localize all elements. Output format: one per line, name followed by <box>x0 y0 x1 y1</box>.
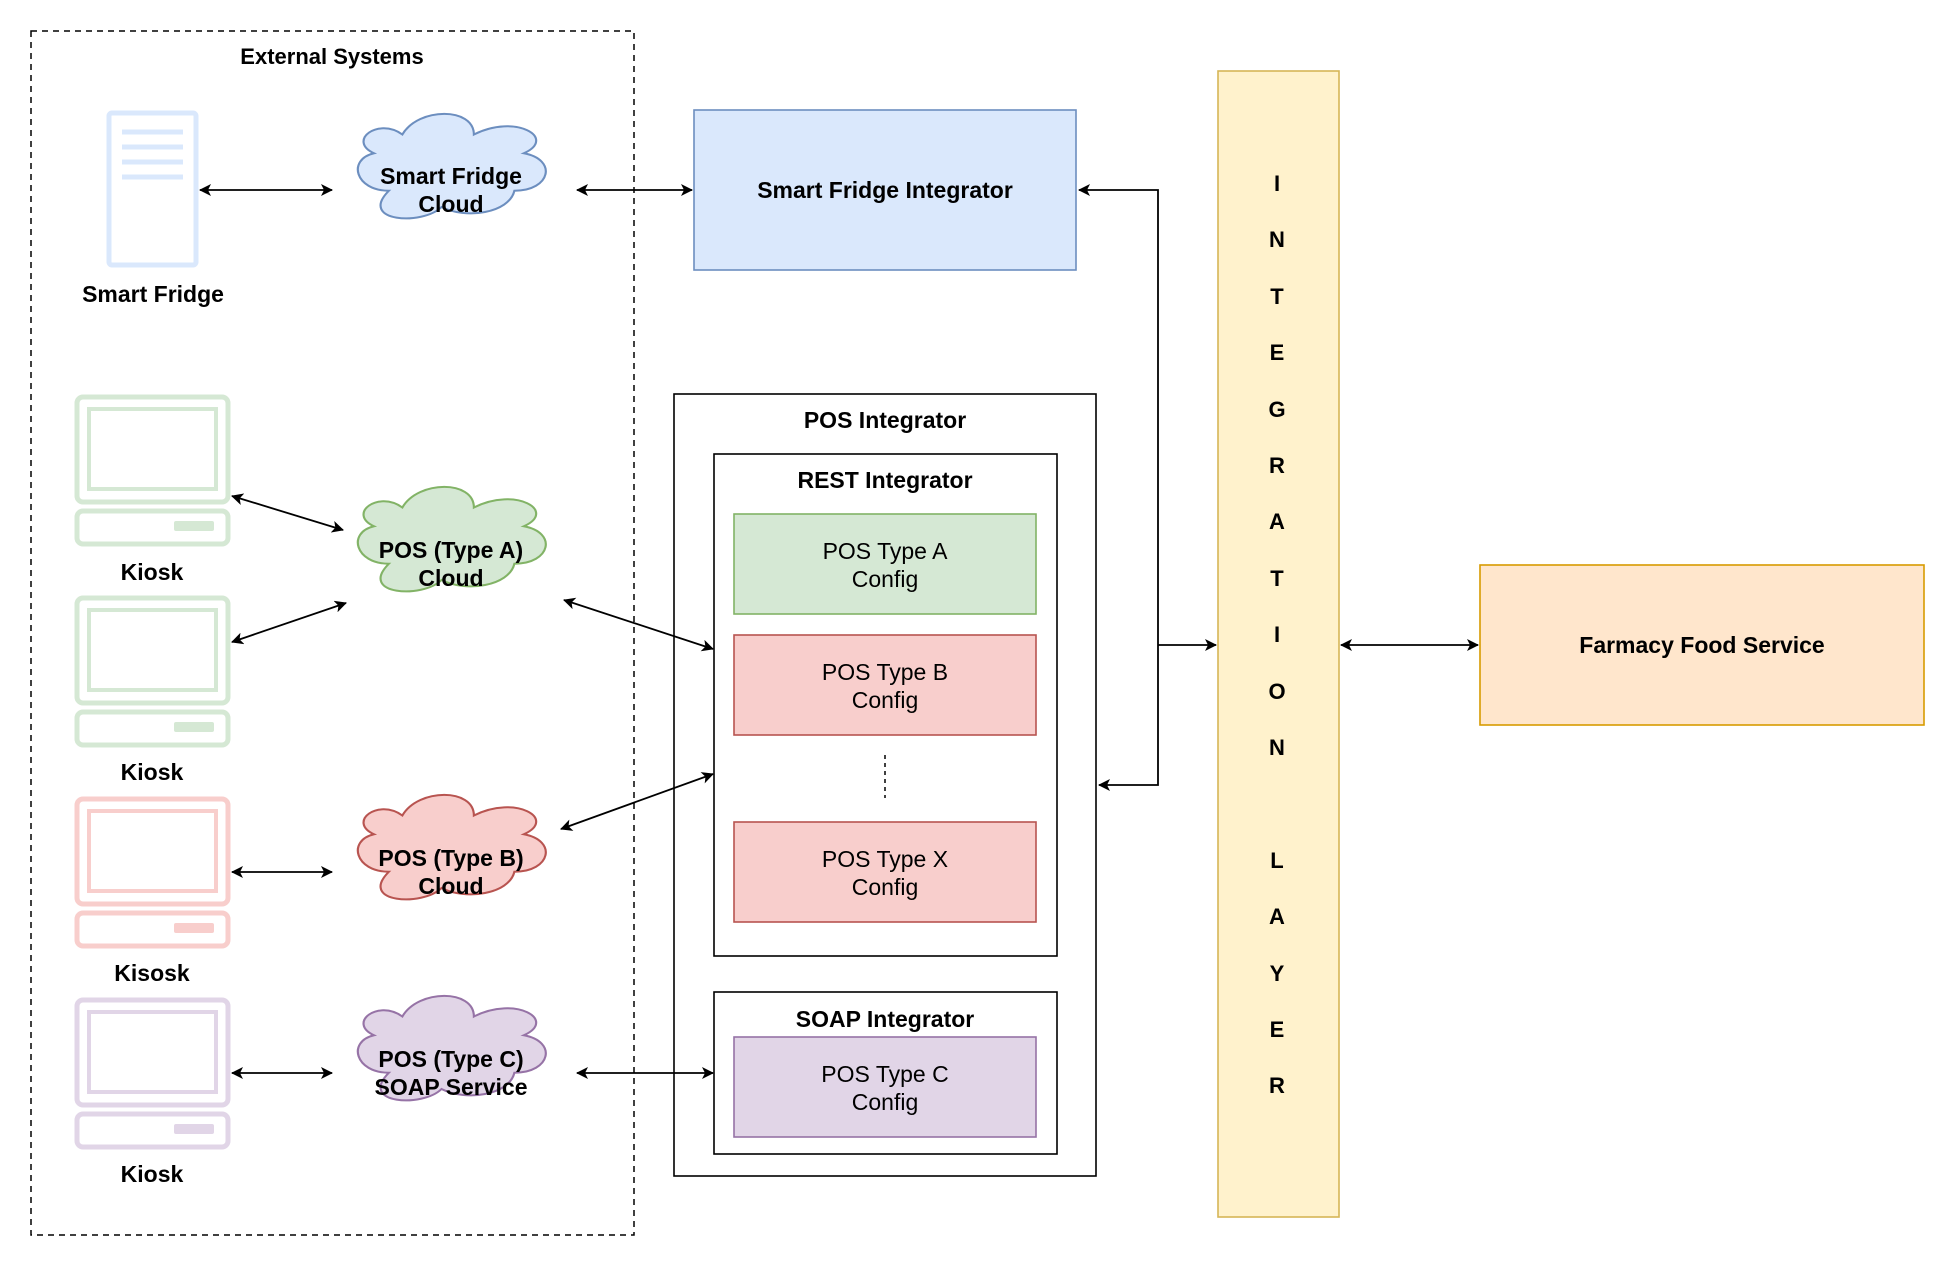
external-systems-title: External Systems <box>240 44 423 69</box>
kiosk-label-2: Kiosk <box>121 759 184 785</box>
connectors <box>199 184 1479 1079</box>
kiosk-label-3: Kisosk <box>114 960 190 986</box>
farmacy-food-service-box: Farmacy Food Service <box>1479 564 1925 726</box>
smart-fridge-label: Smart Fridge <box>82 281 224 307</box>
pos-type-c-config-line2: Config <box>852 1089 918 1115</box>
pos-type-c-config: POS Type C Config <box>733 1036 1037 1138</box>
integration-layer-letter: N <box>1269 227 1285 252</box>
integration-layer-letter: R <box>1269 453 1285 478</box>
pos-type-a-cloud-line1: POS (Type A) <box>379 537 523 563</box>
pos-type-b-config: POS Type B Config <box>733 634 1037 736</box>
pos-type-x-config-line2: Config <box>852 874 918 900</box>
smart-fridge-integrator-label: Smart Fridge Integrator <box>757 177 1013 203</box>
integration-layer-letter: E <box>1270 1017 1285 1042</box>
kiosk-label-1: Kiosk <box>121 559 184 585</box>
arrow-integration-to-pos-integrator <box>1098 645 1159 791</box>
pos-type-b-config-line1: POS Type B <box>822 659 948 685</box>
pos-type-a-config-line1: POS Type A <box>823 538 949 564</box>
kiosk-label-4: Kiosk <box>121 1161 184 1187</box>
arrow-pos-a-cloud-to-rest <box>563 597 714 652</box>
pos-type-x-config: POS Type X Config <box>733 821 1037 923</box>
integration-layer-letter: I <box>1274 171 1280 196</box>
pos-integrator-title: POS Integrator <box>804 407 966 433</box>
pos-type-c-cloud-line2: SOAP Service <box>374 1074 527 1100</box>
pos-type-a-config: POS Type A Config <box>733 513 1037 615</box>
integration-layer-letter: N <box>1269 735 1285 760</box>
integration-layer-letter: E <box>1270 340 1285 365</box>
integration-layer-letter: R <box>1269 1073 1285 1098</box>
integration-layer-letter: T <box>1270 566 1284 591</box>
integration-layer-letter: Y <box>1270 961 1285 986</box>
integration-layer-letter: O <box>1268 679 1285 704</box>
integration-layer-letter: G <box>1268 397 1285 422</box>
kiosk-icon <box>74 997 231 1150</box>
pos-type-b-config-line2: Config <box>852 687 918 713</box>
pos-type-b-cloud: POS (Type B) Cloud <box>356 793 547 901</box>
pos-type-a-cloud: POS (Type A) Cloud <box>356 485 547 593</box>
arrow-integration-to-fridge-integrator <box>1078 184 1159 645</box>
kiosk-icon <box>74 394 231 547</box>
integration-layer-letter: A <box>1269 509 1285 534</box>
kiosk-icon <box>74 796 231 949</box>
soap-integrator-title: SOAP Integrator <box>796 1006 975 1032</box>
smart-fridge-integrator-box: Smart Fridge Integrator <box>693 109 1077 271</box>
arrow-kiosk2-to-pos-a-cloud <box>231 600 347 645</box>
pos-type-a-cloud-line2: Cloud <box>418 565 483 591</box>
integration-layer-letter: A <box>1269 904 1285 929</box>
integration-layer-letter: I <box>1274 622 1280 647</box>
smart-fridge-cloud-line2: Cloud <box>418 191 483 217</box>
integration-layer-letter: L <box>1270 848 1283 873</box>
pos-type-c-cloud-line1: POS (Type C) <box>378 1046 523 1072</box>
integration-layer-letter: T <box>1270 284 1284 309</box>
pos-type-c-config-line1: POS Type C <box>821 1061 948 1087</box>
pos-type-b-cloud-line2: Cloud <box>418 873 483 899</box>
smart-fridge-cloud-line1: Smart Fridge <box>380 163 522 189</box>
pos-type-b-cloud-line1: POS (Type B) <box>378 845 523 871</box>
rest-integrator-title: REST Integrator <box>797 467 972 493</box>
smart-fridge-cloud: Smart Fridge Cloud <box>356 112 547 220</box>
integration-layer-bar: I N T E G R A T I O N L A Y E R <box>1217 70 1340 1218</box>
arrow-kiosk1-to-pos-a-cloud <box>231 493 344 533</box>
pos-type-c-cloud: POS (Type C) SOAP Service <box>356 994 547 1102</box>
pos-type-a-config-line2: Config <box>852 566 918 592</box>
pos-type-x-config-line1: POS Type X <box>822 846 948 872</box>
arrow-pos-b-cloud-to-rest <box>560 772 714 831</box>
farmacy-food-service-label: Farmacy Food Service <box>1579 632 1824 658</box>
kiosk-icon <box>74 595 231 748</box>
smart-fridge-icon <box>106 110 199 268</box>
